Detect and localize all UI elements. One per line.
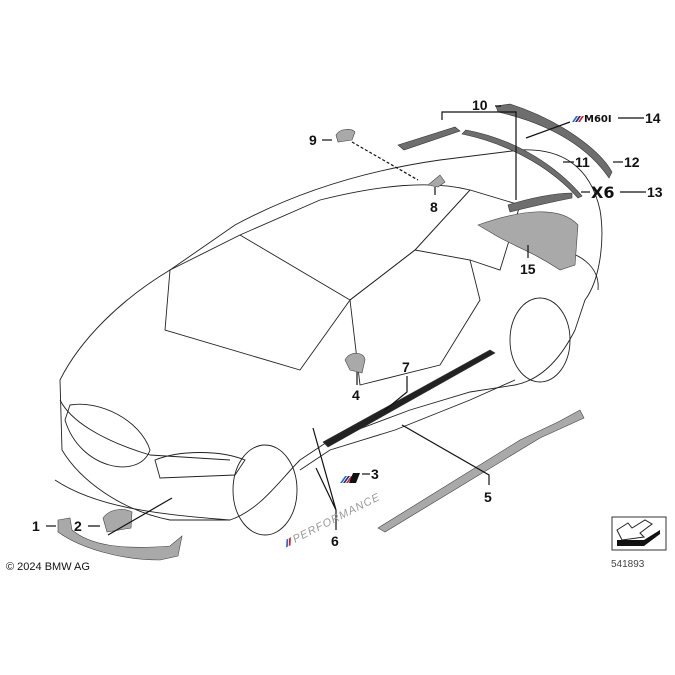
callout-12: 12 bbox=[624, 154, 640, 170]
part-7-side-skirt-trim bbox=[322, 349, 496, 448]
callout-5: 5 bbox=[484, 489, 492, 505]
callout-15: 15 bbox=[520, 261, 536, 277]
callout-14: 14 bbox=[645, 110, 661, 126]
x6-badge: X6 bbox=[591, 183, 614, 202]
part-10-roof-spoiler-left bbox=[397, 126, 461, 151]
copyright: © 2024 BMW AG bbox=[6, 561, 90, 573]
callout-10: 10 bbox=[472, 97, 488, 113]
callout-8: 8 bbox=[430, 199, 438, 215]
part-8-fin bbox=[427, 174, 446, 188]
part-15-rear-diffuser bbox=[477, 211, 579, 271]
callout-6: 6 bbox=[331, 533, 339, 549]
callout-2: 2 bbox=[74, 518, 82, 534]
reference-number: 541893 bbox=[611, 559, 645, 570]
m60i-badge: M60I bbox=[584, 114, 612, 125]
callout-13: 13 bbox=[647, 184, 663, 200]
part-10-roof-spoiler-right bbox=[507, 192, 573, 213]
callout-11: 11 bbox=[575, 154, 590, 170]
callout-9: 9 bbox=[309, 132, 317, 148]
callout-1: 1 bbox=[32, 518, 40, 534]
callout-4: 4 bbox=[352, 387, 360, 403]
view-direction-icon bbox=[611, 516, 667, 551]
callout-7: 7 bbox=[402, 359, 410, 375]
part-11-spoiler-strip bbox=[461, 129, 583, 199]
m-stripes bbox=[572, 116, 584, 122]
part-4-mirror-cap bbox=[344, 352, 366, 374]
part-3-m-badge bbox=[340, 473, 360, 483]
parts bbox=[57, 103, 613, 561]
part-1-front-splitter bbox=[57, 517, 183, 561]
part-2-bracket bbox=[102, 509, 133, 533]
part-9-antenna-cover bbox=[335, 129, 356, 143]
leader-lines bbox=[46, 105, 646, 536]
callout-3: 3 bbox=[371, 466, 379, 482]
